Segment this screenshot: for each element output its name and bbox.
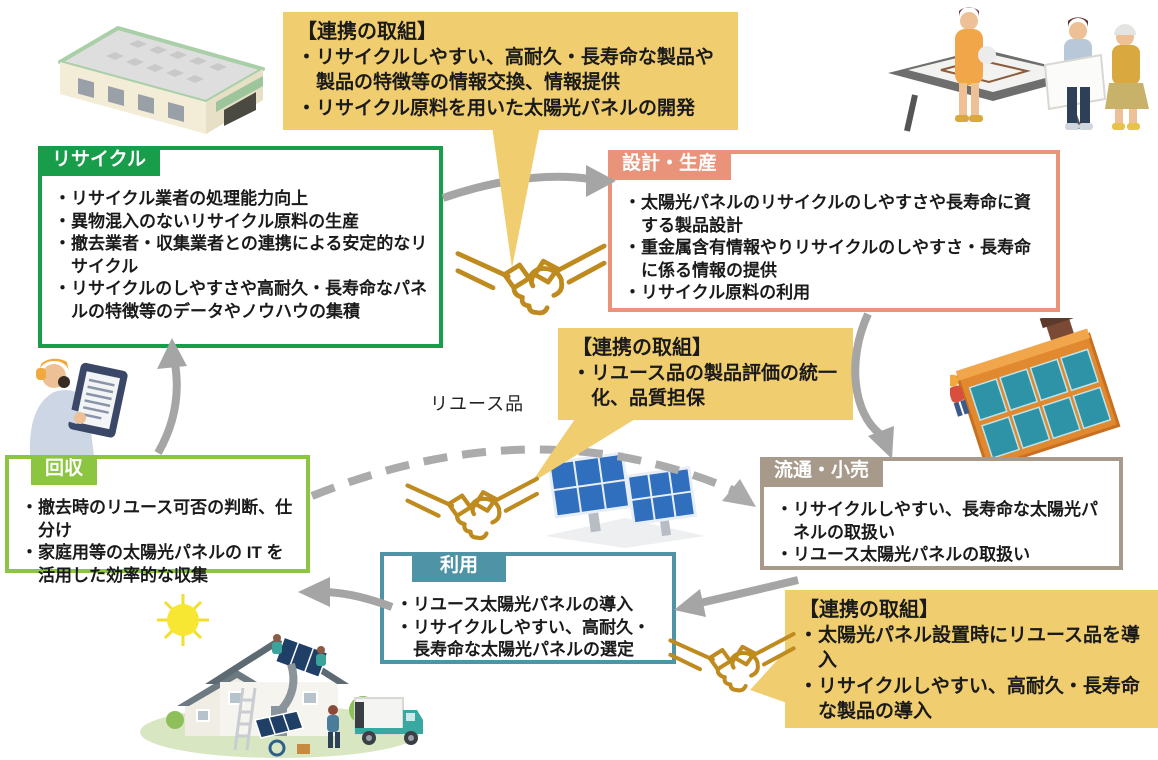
callout-item: ・リサイクルしやすい、高耐久・長寿命な製品や製品の特徴等の情報交換、情報提供: [297, 47, 714, 94]
design-item: ・リサイクル原料の利用: [624, 283, 811, 303]
stage-label-use: 利用: [412, 552, 507, 582]
arrow-distribution-to-use: [699, 576, 799, 607]
inspector-with-tablet-illustration: [12, 350, 142, 456]
use-item: ・リサイクルしやすい、高耐久・長寿命な太陽光パネルの選定: [396, 617, 650, 660]
house-panel-removal-illustration: [125, 592, 425, 760]
callout-bottom-right-collaboration: 【連携の取組】 ・太陽光パネル設置時にリユース品を導入 ・リサイクルしやすい、高…: [785, 590, 1158, 728]
collection-item: ・家庭用等の太陽光パネルの IT を活用した効率的な収集: [21, 543, 284, 585]
stage-box-distribution-retail: 流通・小売 ・リサイクルしやすい、長寿命な太陽光パネルの取扱い ・リユース太陽光…: [760, 457, 1123, 570]
solar-array-illustration: [545, 440, 705, 548]
arrow-collection-to-recycle: [154, 357, 181, 455]
stage-label-recycle: リサイクル: [38, 146, 161, 176]
stage-label-design-production: 設計・生産: [608, 150, 732, 180]
recycle-item: ・リサイクルのしやすさや高耐久・長寿命なパネルの特徴等のデータやノウハウの集積: [54, 279, 427, 322]
stage-label-distribution-retail: 流通・小売: [760, 457, 884, 487]
use-item: ・リユース太陽光パネルの導入: [396, 595, 634, 614]
handshake-icon: [408, 479, 537, 538]
recycle-item: ・異物混入のないリサイクル原料の生産: [54, 211, 360, 231]
callout-top-collaboration: 【連携の取組】 ・リサイクルしやすい、高耐久・長寿命な製品や製品の特徴等の情報交…: [283, 12, 738, 130]
rooftop-panel-install-illustration: [946, 308, 1125, 471]
stage-box-recycle: リサイクル ・リサイクル業者の処理能力向上 ・異物混入のないリサイクル原料の生産…: [38, 146, 443, 348]
handshake-icon: [670, 634, 793, 690]
distribution-item: ・リユース太陽光パネルの取扱い: [776, 545, 1031, 565]
callout-title: 【連携の取組】: [297, 21, 437, 43]
stage-label-collection: 回収: [31, 455, 98, 485]
stage-box-collection: 回収 ・撤去時のリユース可否の判断、仕分け ・家庭用等の太陽光パネルの IT を…: [5, 455, 310, 585]
callout-title: 【連携の取組】: [572, 337, 712, 359]
designers-at-drafting-table-illustration: [853, 3, 1155, 135]
pointer-top-callout: [492, 126, 540, 268]
distribution-item: ・リサイクルしやすい、長寿命な太陽光パネルの取扱い: [776, 500, 1098, 542]
design-item: ・重金属含有情報やりリサイクルのしやすさ・長寿命に係る情報の提供: [624, 238, 1031, 280]
stage-box-design-production: 設計・生産 ・太陽光パネルのリサイクルのしやすさや長寿命に資する製品設計 ・重金…: [608, 150, 1060, 312]
callout-item: ・リサイクルしやすい、高耐久・長寿命な製品の導入: [799, 675, 1140, 722]
collection-item: ・撤去時のリユース可否の判断、仕分け: [21, 498, 293, 540]
stage-box-use: 利用 ・リユース太陽光パネルの導入 ・リサイクルしやすい、高耐久・長寿命な太陽光…: [380, 552, 676, 664]
callout-item: ・リユース品の製品評価の統一化、品質担保: [572, 363, 838, 410]
reuse-flow-label: リユース品: [430, 394, 525, 414]
callout-title: 【連携の取組】: [799, 599, 939, 621]
arrow-design-to-distribution: [851, 312, 883, 438]
arrow-recycle-to-design: [441, 172, 591, 202]
callout-item: ・リサイクル原料を用いた太陽光パネルの開発: [297, 97, 696, 119]
handshake-icon: [458, 246, 604, 313]
callout-item: ・太陽光パネル設置時にリユース品を導入: [799, 625, 1141, 672]
callout-middle-collaboration: 【連携の取組】 ・リユース品の製品評価の統一化、品質担保: [558, 328, 853, 420]
recycle-item: ・撤去業者・収集業者との連携による安定的なリサイクル: [54, 234, 428, 276]
design-item: ・太陽光パネルのリサイクルのしやすさや長寿命に資する製品設計: [624, 193, 1031, 235]
factory-illustration: [58, 22, 273, 140]
pointer-bottom-right-callout: [750, 646, 790, 704]
recycle-item: ・リサイクル業者の処理能力向上: [54, 189, 309, 208]
reuse-arc-arrowhead: [722, 479, 756, 507]
